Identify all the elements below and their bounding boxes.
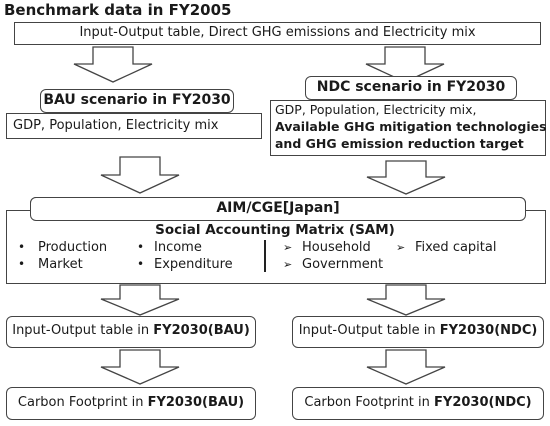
sam-item-market: Market <box>38 257 83 272</box>
io-table-ndc-prefix: Input-Output table in <box>298 323 440 338</box>
page-title: Benchmark data in FY2005 <box>4 1 232 19</box>
sam-item-household: Household <box>302 240 371 255</box>
arrow-down-icon <box>100 349 180 385</box>
bullet-icon: • <box>18 257 26 271</box>
arrow-down-icon <box>100 284 180 316</box>
io-table-ndc-scenario: FY2030(NDC) <box>439 323 538 338</box>
carbon-footprint-bau-box: Carbon Footprint in FY2030(BAU) <box>6 387 256 420</box>
sam-title: Social Accounting Matrix (SAM) <box>155 222 395 238</box>
arrowhead-bullet-icon: ➢ <box>283 241 293 254</box>
carbon-footprint-bau-prefix: Carbon Footprint in <box>17 395 148 410</box>
io-table-bau-text: Input-Output table in FY2030(BAU) <box>7 323 255 338</box>
arrow-down-icon <box>73 46 153 83</box>
bullet-icon: • <box>137 240 145 254</box>
ndc-scenario-box: GDP, Population, Electricity mix, Availa… <box>270 100 547 156</box>
carbon-footprint-ndc-scenario: FY2030(NDC) <box>434 395 532 410</box>
sam-divider <box>264 240 266 272</box>
ndc-scenario-line3: and GHG emission reduction target <box>275 136 524 151</box>
bullet-icon: • <box>18 240 26 254</box>
benchmark-inputs-text: Input-Output table, Direct GHG emissions… <box>79 25 476 40</box>
bullet-icon: • <box>137 257 145 271</box>
ndc-scenario-line1: GDP, Population, Electricity mix, <box>275 102 477 117</box>
arrowhead-bullet-icon: ➢ <box>396 241 406 254</box>
arrowhead-bullet-icon: ➢ <box>283 258 293 271</box>
io-table-bau-scenario: FY2030(BAU) <box>153 323 250 338</box>
bau-scenario-title-box: BAU scenario in FY2030 <box>40 89 234 113</box>
io-table-ndc-text: Input-Output table in FY2030(NDC) <box>293 323 543 338</box>
sam-item-government: Government <box>302 257 384 272</box>
carbon-footprint-bau-scenario: FY2030(BAU) <box>147 395 245 410</box>
sam-item-fixed-capital: Fixed capital <box>415 240 497 255</box>
arrow-down-icon <box>366 160 446 195</box>
bau-scenario-box: GDP, Population, Electricity mix <box>6 113 262 139</box>
arrow-down-icon <box>365 46 445 83</box>
carbon-footprint-bau-text: Carbon Footprint in FY2030(BAU) <box>7 395 255 410</box>
benchmark-inputs-box: Input-Output table, Direct GHG emissions… <box>14 22 541 45</box>
arrow-down-icon <box>366 284 446 316</box>
ndc-scenario-title-box: NDC scenario in FY2030 <box>305 76 517 100</box>
aim-cge-title-box-front: AIM/CGE[Japan] <box>30 197 526 221</box>
sam-item-income: Income <box>154 240 202 255</box>
ndc-scenario-title: NDC scenario in FY2030 <box>316 79 506 95</box>
sam-item-production: Production <box>38 240 108 255</box>
bau-scenario-title: BAU scenario in FY2030 <box>43 92 231 108</box>
carbon-footprint-ndc-box: Carbon Footprint in FY2030(NDC) <box>292 387 544 420</box>
ndc-scenario-line2: Available GHG mitigation technologies <box>275 119 547 134</box>
arrow-down-icon <box>366 349 446 385</box>
io-table-bau-box: Input-Output table in FY2030(BAU) <box>6 316 256 348</box>
io-table-bau-prefix: Input-Output table in <box>12 323 154 338</box>
aim-cge-title: AIM/CGE[Japan] <box>216 200 340 216</box>
io-table-ndc-box: Input-Output table in FY2030(NDC) <box>292 316 544 348</box>
carbon-footprint-ndc-prefix: Carbon Footprint in <box>304 395 435 410</box>
carbon-footprint-ndc-text: Carbon Footprint in FY2030(NDC) <box>293 395 543 410</box>
arrow-down-icon <box>100 156 180 194</box>
bau-scenario-text: GDP, Population, Electricity mix <box>13 118 219 133</box>
sam-item-expenditure: Expenditure <box>154 257 233 272</box>
